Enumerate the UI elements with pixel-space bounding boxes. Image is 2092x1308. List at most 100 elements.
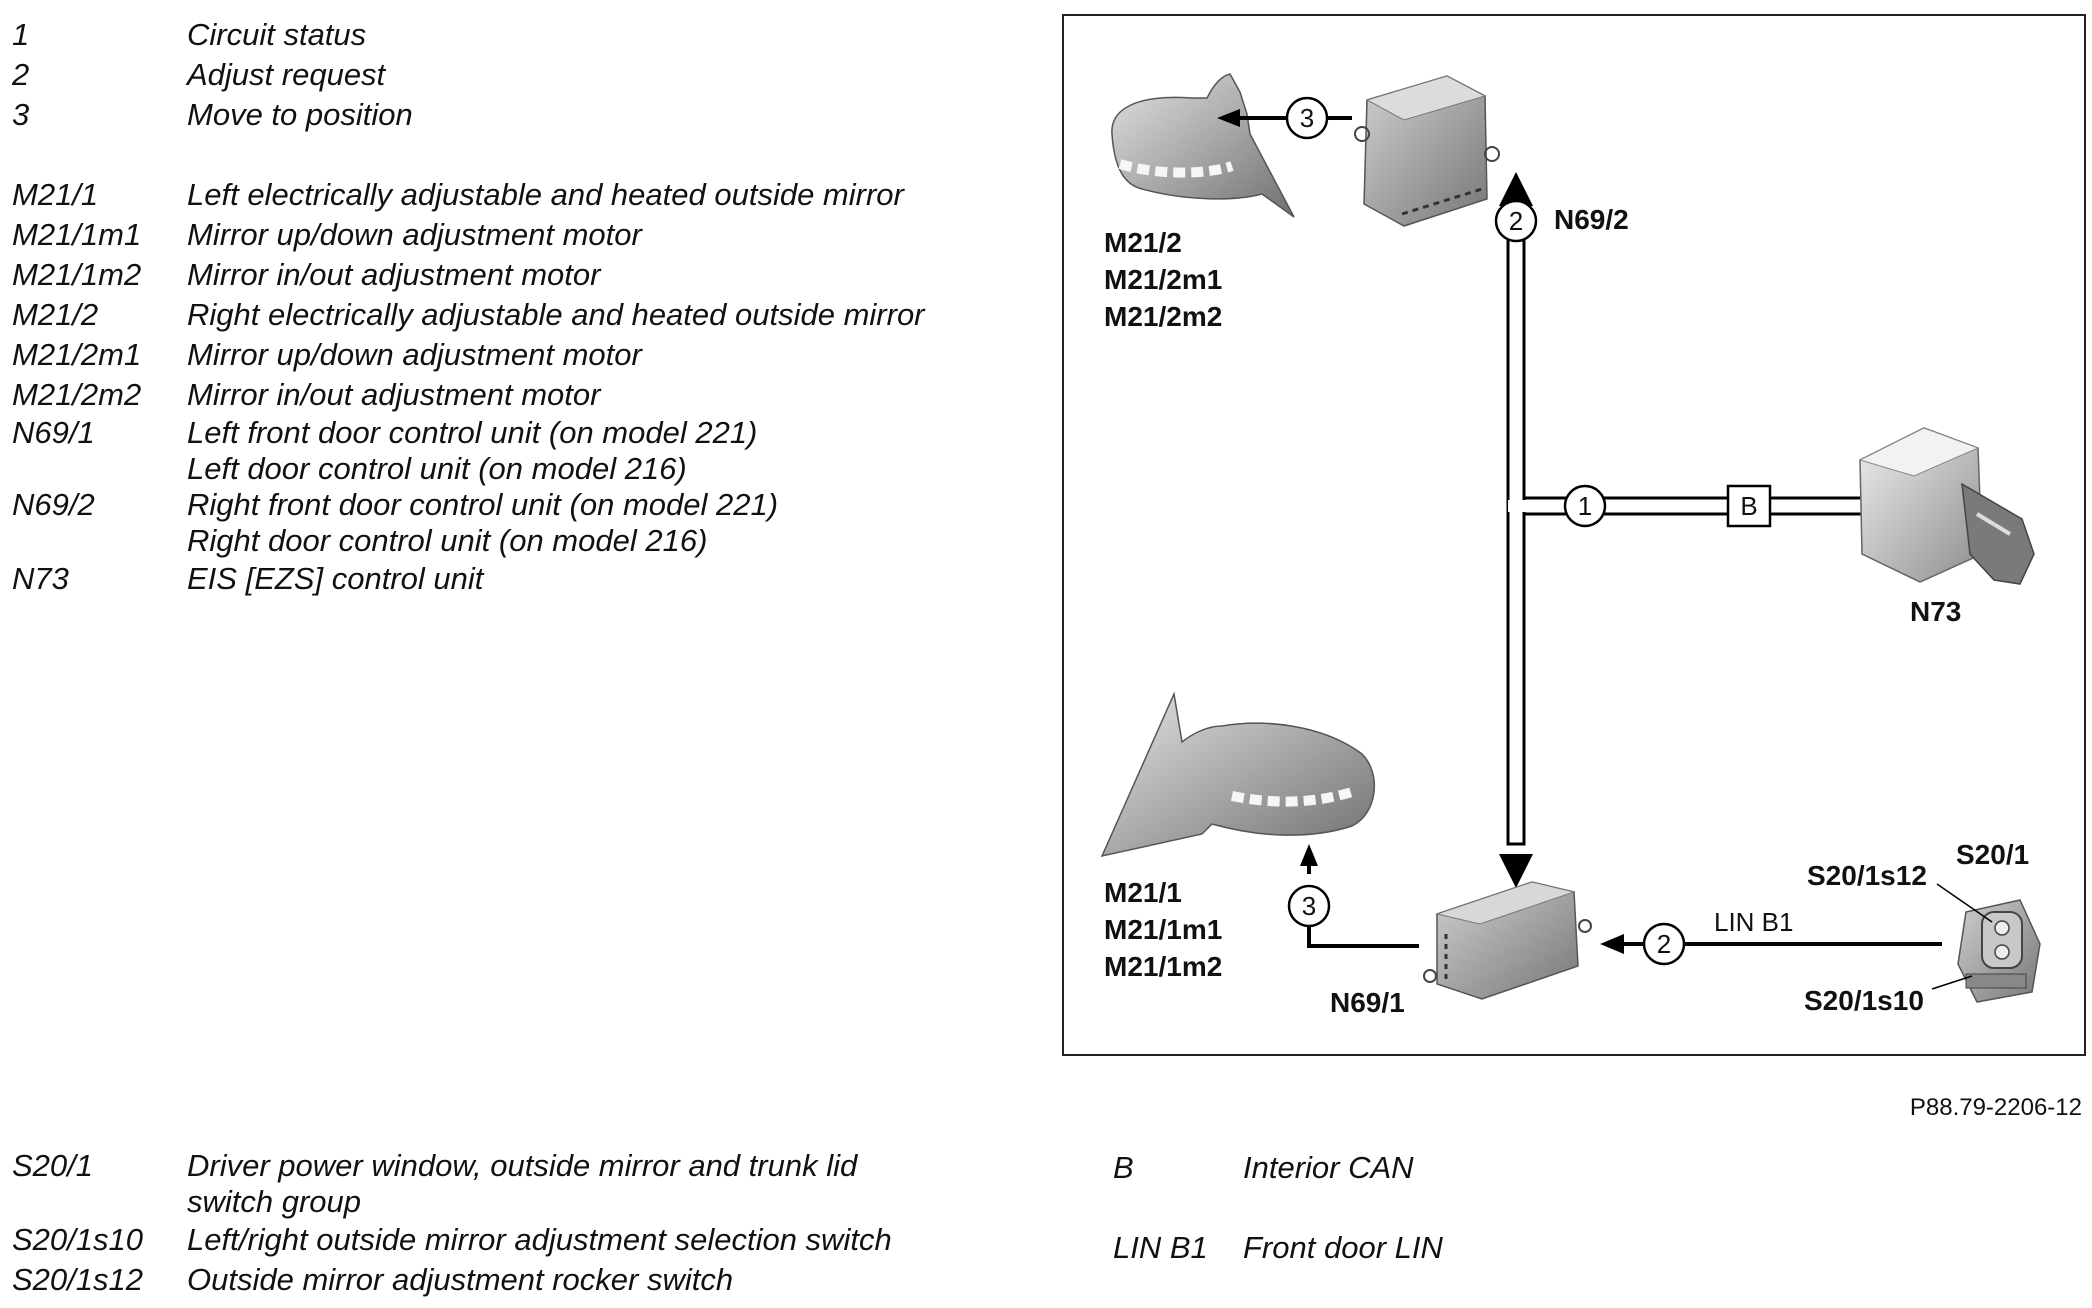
legend-item-description: Right electrically adjustable and heated… bbox=[187, 295, 925, 335]
legend-item-description: Mirror up/down adjustment motor bbox=[187, 215, 642, 255]
bus-legend-item-description: Interior CAN bbox=[1243, 1148, 1414, 1188]
legend-item-row: M21/1m2 Mirror in/out adjustment motor bbox=[12, 255, 925, 295]
legend-item-code: M21/2m2 bbox=[12, 377, 142, 412]
legend-item-row: N69/2 Right front door control unit (on m… bbox=[12, 487, 925, 559]
legend-item-row: M21/1 Left electrically adjustable and he… bbox=[12, 175, 925, 215]
arrowhead-up bbox=[1499, 172, 1533, 206]
legend-item-description-line: Mirror in/out adjustment motor bbox=[187, 257, 601, 292]
legend-item-row: N73 EIS [EZS] control unit bbox=[12, 559, 925, 599]
legend-item-code: N73 bbox=[12, 561, 69, 596]
legend-item-code: 3 bbox=[12, 97, 30, 132]
legend-item-description: Adjust request bbox=[187, 55, 385, 95]
legend-spacer bbox=[1113, 1188, 1443, 1228]
circle-label-adjust-vertical: 2 bbox=[1494, 199, 1538, 243]
switch-legend-item-row: S20/1s12 Outside mirror adjustment rocker… bbox=[12, 1260, 892, 1300]
legend-item-code: N69/2 bbox=[12, 487, 95, 522]
switch-group-image bbox=[1957, 899, 2041, 1003]
circle-label-move-bottom: 3 bbox=[1287, 884, 1331, 928]
legend-item-row: 3 Move to position bbox=[12, 95, 925, 135]
legend-item-description-line: Right front door control unit (on model … bbox=[187, 487, 779, 522]
legend-item-description-line: Left electrically adjustable and heated … bbox=[187, 177, 904, 212]
legend-item-description: Left front door control unit (on model 2… bbox=[187, 415, 757, 487]
arrowhead-down bbox=[1499, 854, 1533, 888]
bus-legend-item-code: LIN B1 bbox=[1113, 1230, 1208, 1265]
legend-item-row: M21/2m2 Mirror in/out adjustment motor bbox=[12, 375, 925, 415]
bus-legend-item-description: Front door LIN bbox=[1243, 1228, 1443, 1268]
legend-item-description-line: EIS [EZS] control unit bbox=[187, 561, 484, 596]
svg-text:B: B bbox=[1740, 491, 1757, 521]
switch-legend-item-code: S20/1s10 bbox=[12, 1222, 143, 1257]
switch-legend-item-row: S20/1 Driver power window, outside mirror… bbox=[12, 1148, 892, 1220]
circle-label-adjust-lin: 2 bbox=[1642, 922, 1686, 966]
label-n69-1: N69/1 bbox=[1330, 987, 1405, 1018]
legend-item-description-line: Right door control unit (on model 216) bbox=[187, 523, 708, 558]
legend-item-description: Move to position bbox=[187, 95, 413, 135]
left-door-control-unit-image bbox=[1423, 881, 1592, 1000]
svg-text:2: 2 bbox=[1657, 929, 1671, 959]
wiring-diagram: 3 2 1 B 3 bbox=[1100, 73, 2041, 1018]
leader-s20-1s12 bbox=[1936, 883, 1993, 923]
legend-item-description: EIS [EZS] control unit bbox=[187, 559, 483, 599]
label-n69-2: N69/2 bbox=[1554, 204, 1629, 235]
legend-item-description-line: Mirror up/down adjustment motor bbox=[187, 337, 642, 372]
legend-item-description: Right front door control unit (on model … bbox=[187, 487, 778, 559]
svg-text:3: 3 bbox=[1302, 891, 1316, 921]
right-door-control-unit-image bbox=[1354, 75, 1500, 227]
legend-item-code: M21/2m1 bbox=[12, 337, 142, 372]
legend-item-description-line: Right electrically adjustable and heated… bbox=[187, 297, 925, 332]
switch-legend-item-code: S20/1 bbox=[12, 1148, 94, 1183]
legend-item-description-line: Mirror in/out adjustment motor bbox=[187, 377, 601, 412]
switch-legend-item-description: Left/right outside mirror adjustment sel… bbox=[187, 1220, 892, 1260]
legend-item-description: Mirror up/down adjustment motor bbox=[187, 335, 642, 375]
svg-text:3: 3 bbox=[1300, 103, 1314, 133]
bus-b-box: B bbox=[1726, 484, 1772, 528]
switch-legend-item-row: S20/1s10 Left/right outside mirror adjust… bbox=[12, 1220, 892, 1260]
legend-item-description: Left electrically adjustable and heated … bbox=[187, 175, 904, 215]
switch-legend-item-description: Outside mirror adjustment rocker switch bbox=[187, 1260, 733, 1300]
svg-text:2: 2 bbox=[1509, 206, 1523, 236]
bus-legend-item-description-line: Front door LIN bbox=[1243, 1230, 1443, 1265]
legend-item-code: M21/1 bbox=[12, 177, 99, 212]
bus-legend-item-row: LIN B1 Front door LIN bbox=[1113, 1228, 1443, 1268]
diagram-frame bbox=[1062, 14, 2086, 1056]
svg-text:1: 1 bbox=[1578, 491, 1592, 521]
lin-b1-label: LIN B1 bbox=[1714, 907, 1794, 937]
bus-legend-item-row: B Interior CAN bbox=[1113, 1148, 1443, 1188]
circle-label-circuit-status: 1 bbox=[1563, 484, 1607, 528]
switch-legend-item-description-line: Outside mirror adjustment rocker switch bbox=[187, 1262, 734, 1297]
label-m21-1m2: M21/1m2 bbox=[1104, 951, 1222, 982]
figure-id: P88.79-2206-12 bbox=[1909, 1094, 2082, 1121]
label-m21-1m1: M21/1m1 bbox=[1104, 914, 1222, 945]
switch-legend-item-code: S20/1s12 bbox=[12, 1262, 143, 1297]
legend-item-description: Mirror in/out adjustment motor bbox=[187, 255, 600, 295]
label-m21-2: M21/2 bbox=[1104, 227, 1182, 258]
legend-item-code: M21/1m2 bbox=[12, 257, 142, 292]
legend-bus: B Interior CAN LIN B1 Front door LIN bbox=[1113, 1148, 1443, 1268]
eis-control-unit-image bbox=[1858, 427, 2035, 585]
label-s20-1s10: S20/1s10 bbox=[1804, 985, 1924, 1016]
legend-item-description: Circuit status bbox=[187, 15, 366, 55]
switch-legend-item-description: Driver power window, outside mirror and … bbox=[187, 1148, 857, 1220]
switch-legend-item-description-line: switch group bbox=[187, 1184, 362, 1219]
legend-item-description-line: Move to position bbox=[187, 97, 413, 132]
label-s20-1: S20/1 bbox=[1956, 839, 2029, 870]
label-n73: N73 bbox=[1910, 596, 1961, 627]
legend-item-row: 1 Circuit status bbox=[12, 15, 925, 55]
label-m21-2m2: M21/2m2 bbox=[1104, 301, 1222, 332]
legend-item-description: Mirror in/out adjustment motor bbox=[187, 375, 600, 415]
legend-item-code: 1 bbox=[12, 17, 30, 52]
key-icon bbox=[1961, 482, 2035, 585]
label-m21-1: M21/1 bbox=[1104, 877, 1182, 908]
bus-legend-item-code: B bbox=[1113, 1150, 1134, 1185]
circle-label-move-top: 3 bbox=[1285, 96, 1329, 140]
legend-item-row: M21/2m1 Mirror up/down adjustment motor bbox=[12, 335, 925, 375]
legend-spacer bbox=[12, 135, 925, 175]
right-outside-mirror-image bbox=[1111, 73, 1295, 218]
legend-bottom: S20/1 Driver power window, outside mirror… bbox=[12, 1148, 892, 1300]
left-outside-mirror-image bbox=[1100, 691, 1376, 858]
